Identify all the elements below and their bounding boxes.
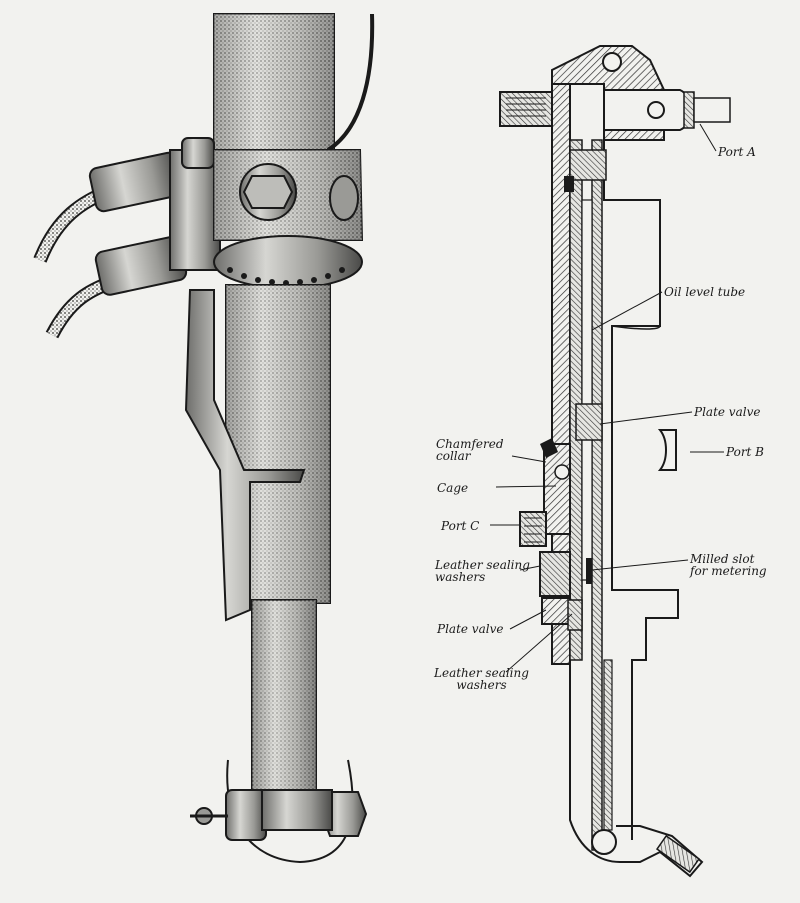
inner-tube-right	[591, 139, 603, 851]
oil-level-tube	[581, 199, 593, 581]
label-milled-slot: Milled slot for metering	[690, 552, 767, 578]
upper-plate-valve	[575, 403, 603, 441]
label-plate-valve-lower: Plate valve	[437, 622, 504, 636]
port-c-fitting	[519, 511, 547, 547]
label-oil-level-tube: Oil level tube	[664, 285, 746, 299]
label-cage: Cage	[437, 481, 469, 495]
hydraulic-line	[326, 13, 375, 152]
clamp-block	[169, 149, 221, 271]
exterior-view	[33, 13, 375, 864]
piston-rod-lower	[569, 664, 704, 878]
sectional-view	[499, 45, 731, 878]
label-plate-valve-upper: Plate valve	[694, 405, 761, 419]
leader-lines	[490, 123, 724, 673]
perforated-ring	[213, 235, 363, 289]
bracket-arm	[184, 289, 306, 622]
bottom-fitting	[655, 834, 701, 874]
bottom-eye	[591, 829, 617, 855]
milled-slot	[586, 558, 592, 584]
leather-washers-lower	[567, 599, 583, 631]
port-b-boss	[657, 429, 677, 471]
cage-assembly	[543, 443, 571, 535]
label-port-a: Port A	[718, 145, 756, 159]
label-port-b: Port B	[726, 445, 765, 459]
label-leather-washers-upper: Leather sealing washers	[435, 558, 530, 584]
top-inlet-fitting	[499, 91, 555, 127]
inner-tube-left	[569, 139, 583, 661]
label-leather-washers-lower: Leather sealing washers	[434, 666, 529, 692]
label-port-c: Port C	[441, 519, 480, 533]
upper-valve-block	[569, 149, 607, 181]
strut-outline	[603, 140, 679, 840]
label-chamfered-collar: Chamfered collar	[436, 437, 504, 463]
leather-washers-upper	[539, 551, 571, 597]
